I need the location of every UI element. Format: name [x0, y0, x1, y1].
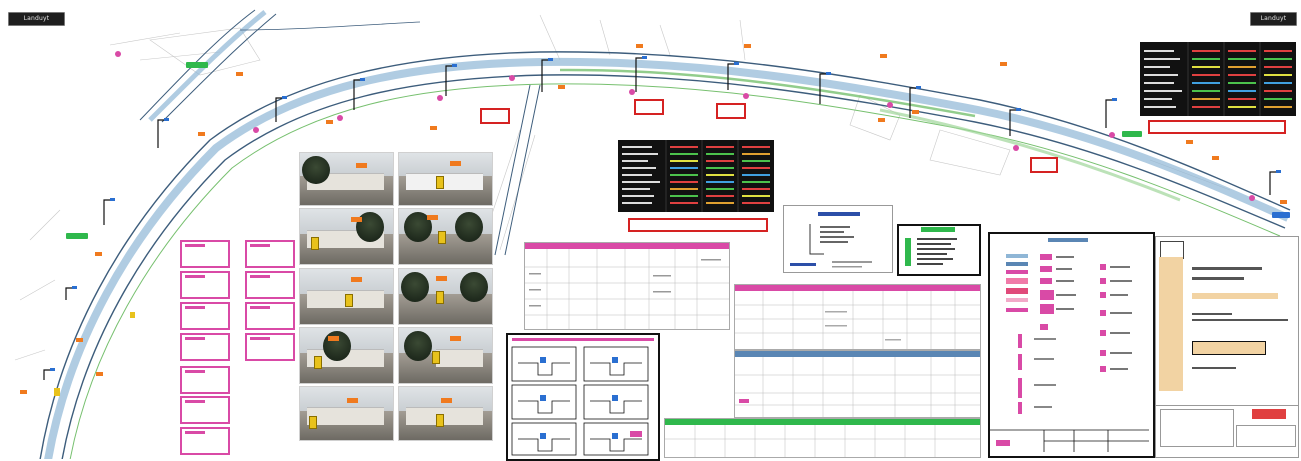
site-photo — [299, 268, 394, 325]
quantity-table-pink-header — [735, 285, 980, 291]
pink-card — [180, 240, 230, 268]
green-legend-drawing — [905, 227, 957, 266]
title-line — [1192, 267, 1262, 270]
pink-card — [245, 333, 295, 361]
green-legend-box — [897, 224, 981, 276]
symbol-legend — [988, 232, 1155, 458]
cross-section-details — [506, 333, 660, 461]
pink-card — [245, 302, 295, 330]
callout-detail-box — [783, 205, 893, 273]
pink-card — [245, 271, 295, 299]
data-table-pink-header — [525, 243, 729, 249]
site-photo — [398, 327, 493, 384]
site-photo — [398, 386, 493, 441]
site-photo — [299, 386, 394, 441]
quantity-table-green-header — [665, 419, 980, 425]
title-highlight — [1192, 293, 1278, 299]
title-block-divider — [1156, 405, 1298, 406]
legend-table-right — [1140, 42, 1296, 116]
cross-section-title-bar — [512, 338, 654, 341]
callout-detail-drawing — [790, 212, 872, 268]
data-table-pink — [524, 242, 730, 330]
pink-card — [180, 302, 230, 330]
site-photo — [398, 208, 493, 265]
symbol-legend-title-bar — [1048, 238, 1088, 242]
red-label-2 — [634, 99, 664, 115]
title-block — [1155, 236, 1299, 458]
red-label-3 — [716, 103, 746, 119]
site-photo — [398, 152, 493, 206]
red-label-4 — [1030, 157, 1058, 173]
title-box — [1192, 341, 1266, 355]
quantity-table-green — [664, 418, 981, 458]
quantity-table-blue-grid — [735, 357, 980, 417]
data-table-pink-grid — [525, 249, 729, 329]
quantity-table-pink — [734, 284, 981, 350]
site-photo — [299, 152, 394, 206]
company-stamp — [1252, 409, 1286, 419]
pink-card — [180, 427, 230, 455]
signature-table — [1236, 425, 1296, 447]
title-line — [1192, 367, 1236, 369]
quantity-table-blue-header — [735, 351, 980, 357]
site-photo — [398, 268, 493, 325]
red-label-1 — [480, 108, 510, 124]
green-label-4 — [1272, 212, 1290, 218]
title-line — [1192, 277, 1244, 280]
quantity-table-blue — [734, 350, 981, 418]
green-label-3 — [1122, 131, 1142, 137]
legend-right-caption — [1148, 120, 1286, 134]
site-photo — [299, 208, 394, 265]
pink-card — [180, 366, 230, 394]
site-photo — [299, 327, 394, 384]
company-logo-left: Landuyt — [8, 12, 65, 26]
pink-card — [180, 333, 230, 361]
company-logo-right: Landuyt — [1250, 12, 1297, 26]
legend-center-caption — [628, 218, 768, 232]
legend-table-center-grid — [622, 140, 770, 212]
title-block-tan-strip — [1159, 257, 1183, 391]
pink-card — [180, 271, 230, 299]
legend-table-right-grid — [1144, 42, 1292, 116]
pink-card — [245, 240, 295, 268]
title-line — [1192, 319, 1288, 321]
logo-left-text: Landuyt — [23, 15, 50, 22]
green-label-1 — [186, 62, 208, 68]
symbol-legend-drawing — [990, 254, 1149, 452]
legend-table-center — [618, 140, 774, 212]
green-label-2 — [66, 233, 88, 239]
pink-card — [180, 396, 230, 424]
title-line — [1192, 313, 1232, 315]
cross-section-drawings — [511, 346, 649, 456]
quantity-table-green-grid — [665, 425, 980, 457]
quantity-table-pink-grid — [735, 291, 980, 349]
logo-right-text: Landuyt — [1260, 15, 1287, 22]
revision-table — [1160, 409, 1234, 447]
